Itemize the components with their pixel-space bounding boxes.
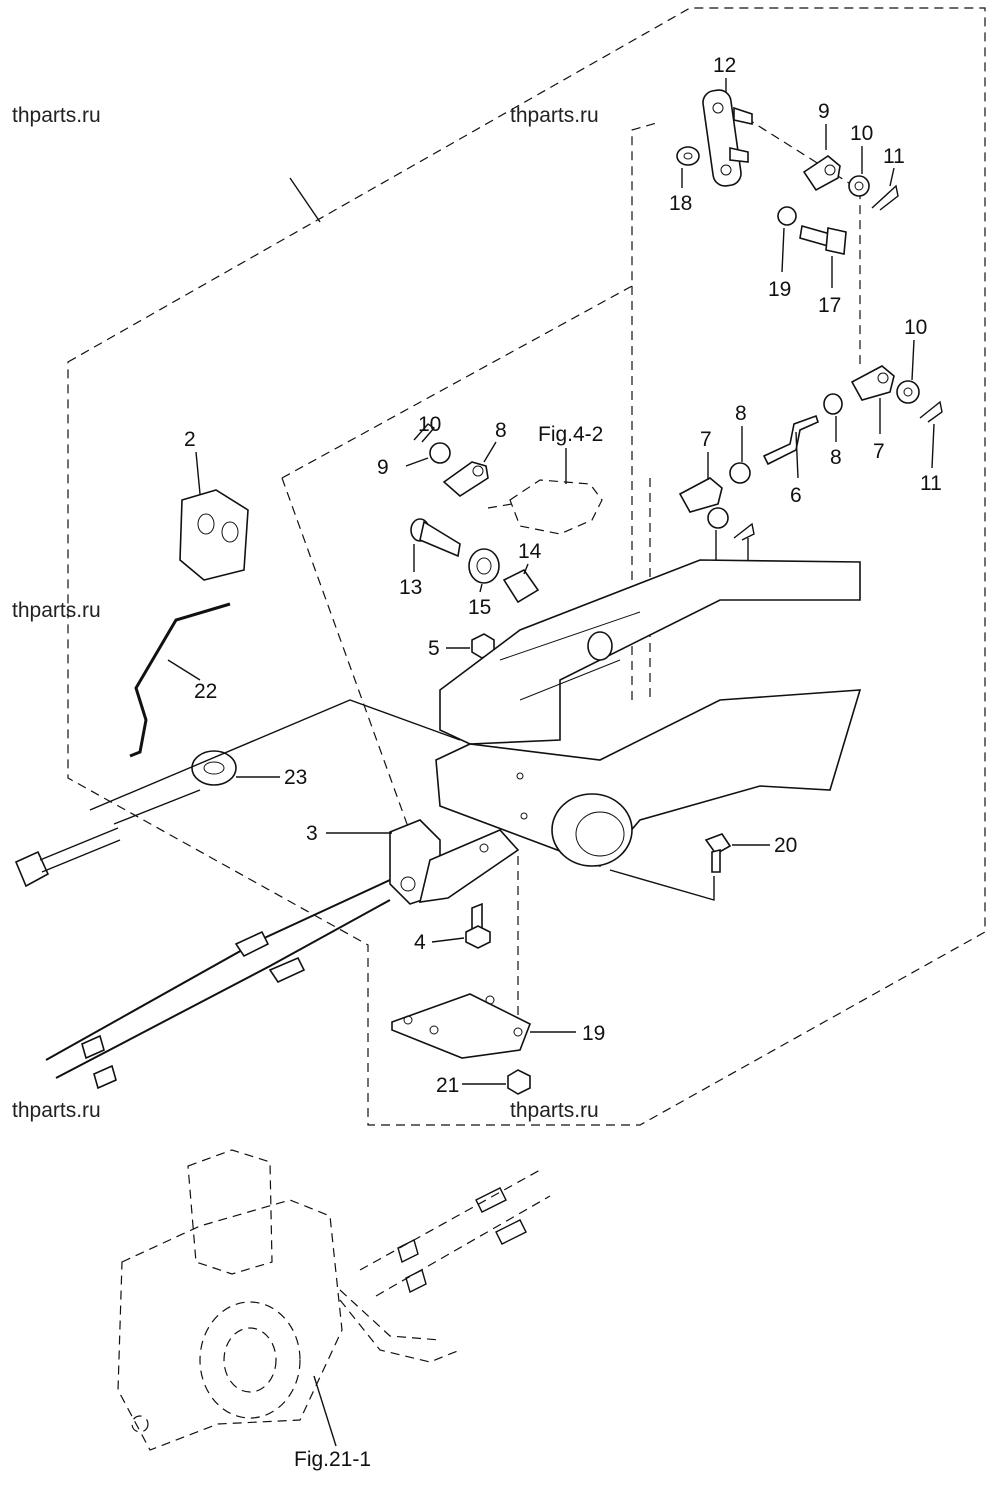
nut-part — [823, 393, 843, 415]
callout-7: 7 — [700, 428, 712, 451]
callout-9: 9 — [818, 100, 830, 123]
guide-upper — [281, 121, 661, 479]
callout-4: 4 — [414, 931, 426, 954]
leader-1 — [289, 177, 321, 223]
ball-joint-part — [442, 461, 489, 497]
threaded-rod-part — [762, 414, 819, 466]
bushing-part — [468, 548, 500, 584]
callout-16: 18 — [669, 192, 692, 215]
control-cables — [45, 879, 391, 1090]
ball-joint-part — [802, 155, 841, 192]
mounting-plate-part — [391, 993, 532, 1059]
watermark: thparts.ru — [12, 104, 101, 127]
washer-part — [676, 146, 700, 166]
watermark: thparts.ru — [510, 104, 599, 127]
fig-4-2-reference — [487, 479, 603, 535]
callout-22: 22 — [194, 680, 217, 703]
ball-joint-part — [850, 365, 895, 401]
cable-bracket-part — [389, 819, 520, 905]
bolt-part — [465, 902, 491, 949]
washer-part — [896, 380, 920, 404]
callout-8: 8 — [830, 446, 842, 469]
callout-18: 19 — [768, 278, 791, 301]
nut-part — [729, 462, 751, 484]
callout-7: 7 — [873, 440, 885, 463]
callout-12: 12 — [713, 54, 736, 77]
callout-5: 5 — [428, 637, 440, 660]
callout-3: 3 — [306, 822, 318, 845]
callout-9: 8 — [495, 419, 507, 442]
callout-11: 11 — [883, 145, 905, 168]
clip-part — [919, 400, 943, 423]
clip-part — [733, 522, 755, 541]
callout-11: 11 — [920, 472, 942, 495]
callout-21: 21 — [436, 1074, 459, 1097]
callout-11: 10 — [418, 413, 441, 436]
nut-part — [507, 1069, 531, 1095]
bolt-part — [799, 224, 847, 255]
callout-2: 2 — [184, 428, 196, 451]
washer-part — [707, 507, 729, 529]
kit-outline — [67, 7, 986, 1126]
fig-21-1-label: Fig.21-1 — [294, 1448, 371, 1471]
grommet-part — [191, 750, 237, 786]
ball-joint-part — [678, 477, 723, 513]
bolt-part — [704, 833, 732, 873]
callout-10: 10 — [850, 122, 873, 145]
callout-10: 10 — [904, 316, 927, 339]
callout-19: 19 — [582, 1022, 605, 1045]
fig-4-2-label: Fig.4-2 — [538, 423, 603, 446]
bracket-assembly — [435, 559, 862, 867]
guide-lower-left — [281, 477, 421, 861]
washer-part — [429, 442, 451, 464]
watermark: thparts.ru — [12, 599, 101, 622]
callout-8: 8 — [735, 402, 747, 425]
connector-part — [14, 850, 50, 888]
pivot-pin-part — [410, 518, 461, 558]
callout-15: 15 — [468, 596, 491, 619]
clip-part — [413, 423, 436, 443]
callout-20: 20 — [774, 834, 797, 857]
callout-17: 17 — [818, 294, 841, 317]
callout-6: 6 — [790, 484, 802, 507]
grommet-plate-part — [179, 489, 249, 581]
collar-part — [502, 568, 540, 604]
watermark: thparts.ru — [510, 1099, 599, 1122]
clip-part — [871, 184, 899, 211]
washer-part — [848, 175, 870, 197]
link-arm-part — [702, 89, 753, 187]
rod-part — [129, 602, 231, 758]
callout-14: 14 — [518, 540, 542, 563]
callout-13: 13 — [399, 576, 422, 599]
remote-control-box — [117, 1149, 551, 1451]
washer-part — [777, 206, 797, 226]
watermark: thparts.ru — [12, 1099, 101, 1122]
callout-23: 23 — [284, 766, 307, 789]
callout-10: 9 — [377, 456, 389, 479]
